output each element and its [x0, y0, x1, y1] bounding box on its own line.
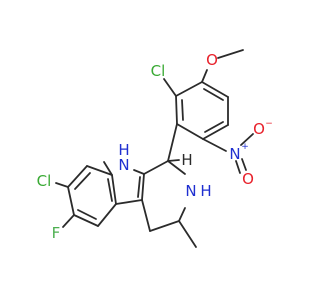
- bond: [178, 207, 186, 222]
- bond: [202, 124, 229, 140]
- bond: [163, 78, 177, 97]
- atom-label-layer: Cl O N + O − O N H H N H Cl F: [37, 51, 273, 242]
- bond: [176, 123, 204, 140]
- bond: [149, 220, 180, 232]
- bond: [204, 121, 224, 133]
- indole-nitrogen-label: N: [118, 156, 129, 174]
- bond: [143, 160, 169, 175]
- bond: [133, 169, 145, 175]
- bond: [111, 174, 117, 205]
- bond: [181, 99, 184, 121]
- bond: [137, 176, 141, 198]
- methoxy-oxygen-label: O: [206, 51, 218, 69]
- structure-canvas: Cl O N + O − O N H H N H Cl F: [36, 49, 273, 248]
- ring-nitrogen-label: N: [185, 182, 196, 200]
- bond: [86, 165, 113, 176]
- bond: [241, 158, 247, 171]
- chlorine-atom-label: Cl: [151, 62, 166, 80]
- bond-layer: [55, 49, 254, 248]
- indole-hydrogen-label: H: [118, 141, 129, 159]
- bond: [62, 214, 75, 228]
- bond: [77, 209, 97, 220]
- bond: [55, 182, 69, 188]
- bond: [178, 220, 197, 248]
- nitro-oxide-oxygen-label: O: [253, 120, 265, 138]
- bond: [175, 81, 203, 97]
- bond: [97, 203, 117, 227]
- positive-charge-label: +: [241, 142, 249, 152]
- bond: [141, 199, 151, 232]
- bond: [201, 69, 208, 83]
- nitro-nitrogen-label: N: [229, 145, 240, 163]
- bond: [201, 81, 229, 98]
- bond: [73, 214, 99, 227]
- negative-charge-label: −: [265, 119, 273, 129]
- bond: [167, 123, 178, 162]
- bond: [175, 95, 178, 125]
- bond: [141, 173, 145, 201]
- fluorine-atom-label: F: [52, 224, 61, 242]
- bond: [217, 49, 244, 59]
- bond: [240, 133, 254, 146]
- bond: [167, 159, 180, 162]
- chlorine-atom-label: Cl: [37, 172, 52, 190]
- stereo-hydrogen-label: H: [181, 151, 192, 169]
- bond: [115, 199, 143, 205]
- bond: [107, 178, 113, 202]
- bond: [203, 88, 224, 101]
- bond: [74, 172, 91, 190]
- bond: [202, 138, 227, 152]
- bond: [67, 186, 75, 216]
- bond: [167, 160, 186, 175]
- nitro-oxygen-label: O: [242, 170, 254, 188]
- bond: [67, 165, 88, 188]
- ring-hydrogen-label: H: [200, 182, 211, 200]
- molecule-diagram: Cl O N + O − O N H H N H Cl F: [37, 49, 273, 248]
- bond: [235, 160, 241, 174]
- bond: [103, 161, 113, 176]
